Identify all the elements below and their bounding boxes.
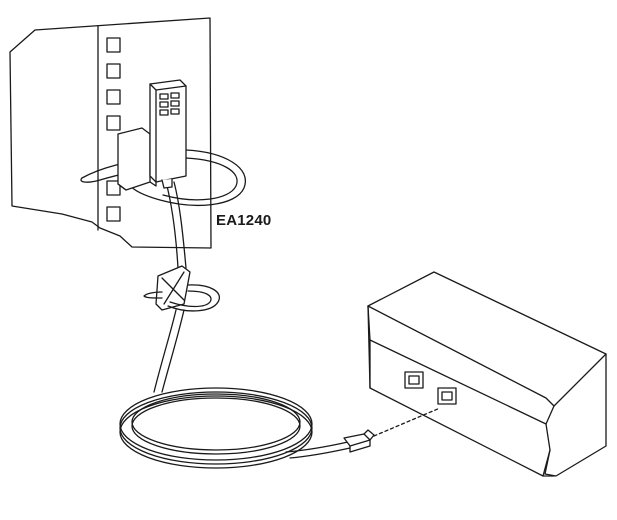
rack-mounting-holes — [107, 38, 120, 221]
cable-upper — [166, 182, 186, 268]
appliance-box — [368, 272, 606, 476]
connection-guide — [374, 408, 440, 436]
lower-cable-mount — [144, 266, 219, 311]
cable-lower — [154, 310, 184, 392]
appliance-port-2 — [438, 388, 456, 404]
device-ports — [160, 93, 179, 115]
appliance-port-1 — [405, 372, 423, 388]
ea1240-device — [150, 80, 186, 188]
device-label: EA1240 — [216, 212, 272, 229]
cable-coil — [120, 388, 350, 468]
rack-panel — [10, 18, 211, 248]
rj-connector — [344, 430, 374, 452]
